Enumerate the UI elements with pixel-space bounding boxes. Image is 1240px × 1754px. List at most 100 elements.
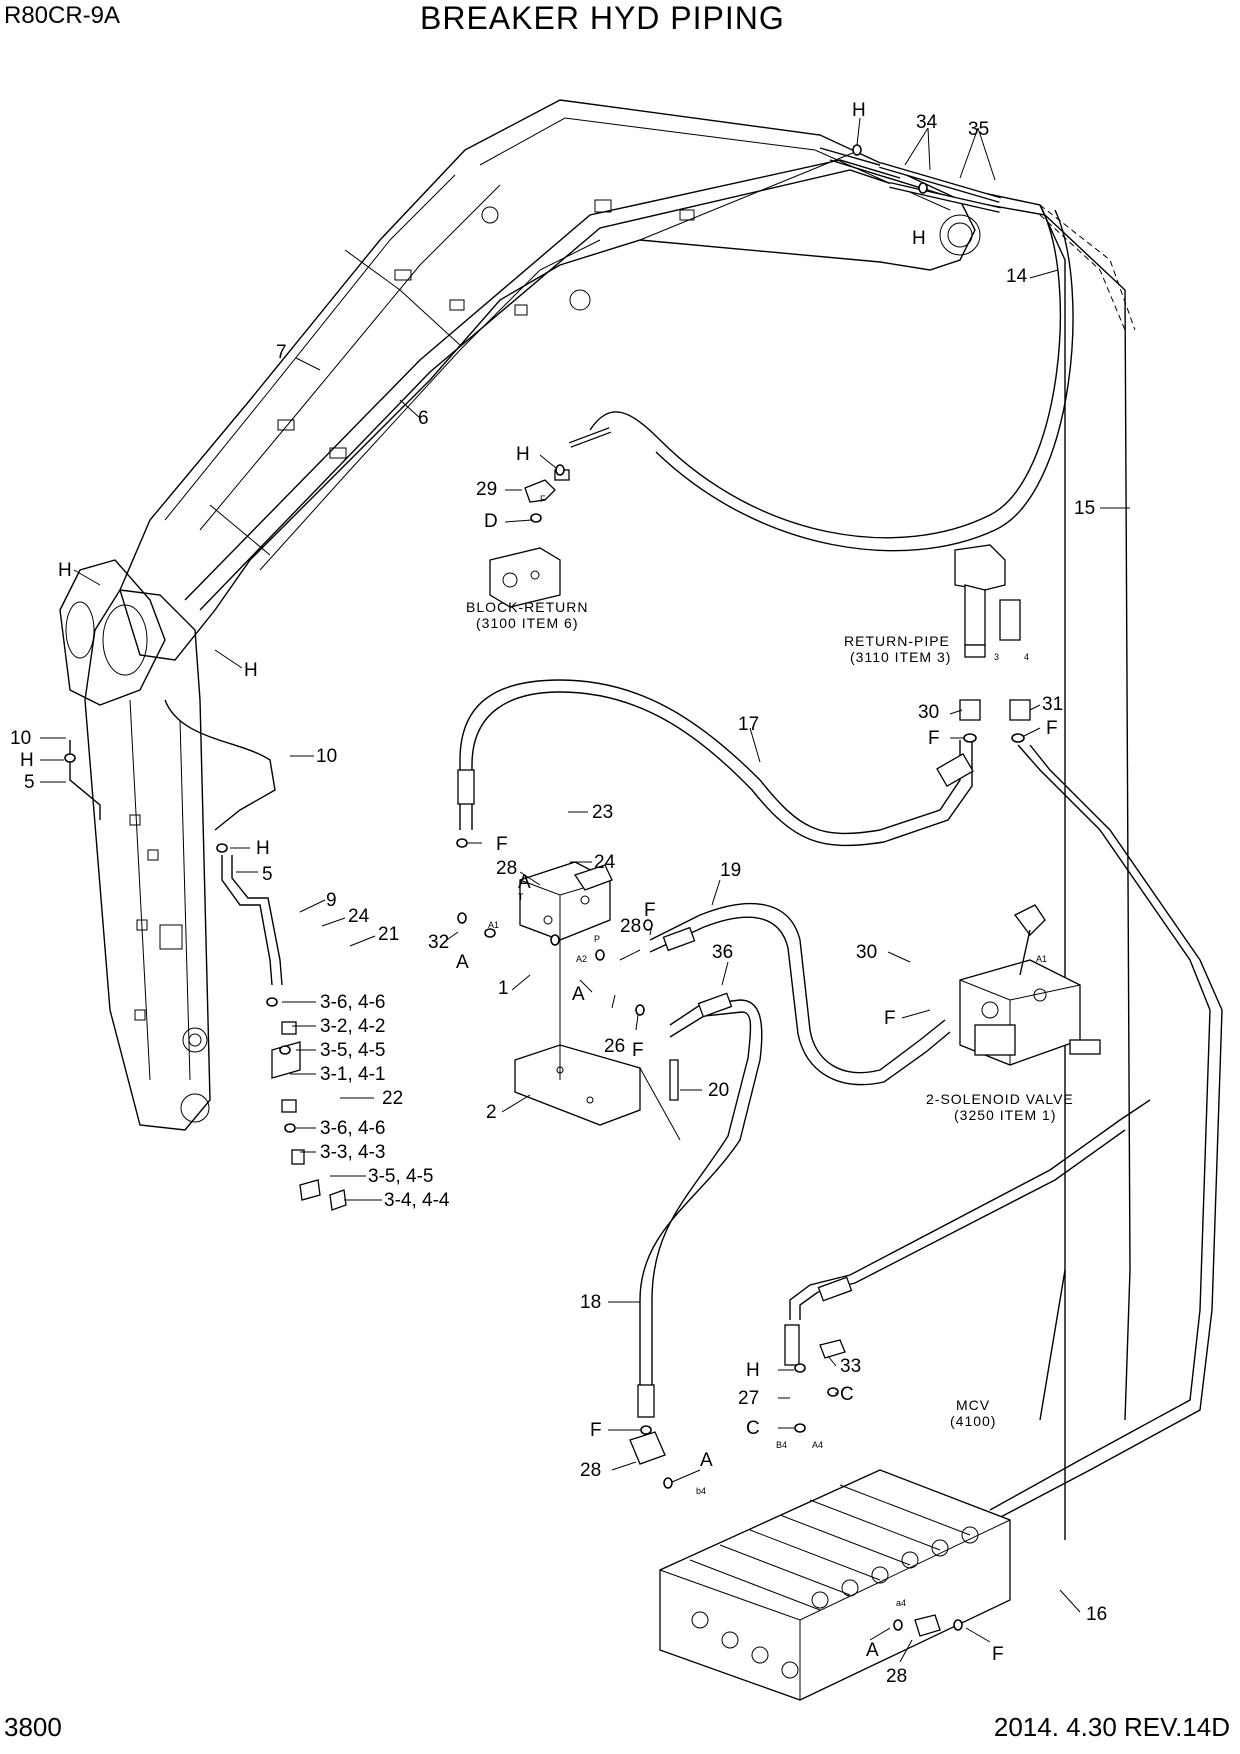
callout-18: 18 (580, 1292, 601, 1313)
page-title: BREAKER HYD PIPING (420, 0, 785, 36)
callout-a: A (456, 952, 469, 973)
boom (119, 99, 981, 661)
callout-17: 17 (738, 714, 759, 735)
callout-3-3-4-3: 3-3, 4-3 (320, 1142, 385, 1163)
port-4: 4 (1024, 652, 1029, 662)
solenoid-valve-ref: (3250 ITEM 1) (954, 1107, 1056, 1123)
callout-33: 33 (840, 1356, 861, 1377)
callout-h: H (516, 444, 530, 465)
callout-3-6-4-6: 3-6, 4-6 (320, 1118, 385, 1139)
callout-15: 15 (1074, 498, 1095, 519)
callout-labels: H 34 35 H 14 7 6 H 29 D 15 H H 10 H 5 10… (10, 100, 1107, 1687)
return-pipe (954, 544, 1223, 1521)
callout-16: 16 (1086, 1604, 1107, 1625)
callout-h: H (256, 838, 270, 859)
callout-7: 7 (276, 342, 287, 363)
callout-c: C (840, 1384, 854, 1405)
page-number: 3800 (4, 1712, 62, 1742)
arm (59, 559, 211, 1131)
callout-30: 30 (856, 942, 877, 963)
callout-a: A (572, 984, 585, 1005)
callout-f: F (992, 1644, 1004, 1665)
callout-h: H (746, 1360, 760, 1381)
callout-d: D (484, 511, 498, 532)
callout-32: 32 (428, 932, 449, 953)
hose-36-18 (637, 992, 763, 1418)
mcv-caption: MCV (956, 1397, 990, 1413)
callout-f: F (590, 1420, 602, 1441)
callout-21: 21 (378, 924, 399, 945)
callout-a: A (700, 1450, 713, 1471)
port-3: 3 (994, 652, 999, 662)
port-a1: A1 (488, 920, 499, 930)
mcv (629, 1324, 1011, 1701)
port-sol-a1: A1 (1036, 954, 1047, 964)
solenoid-valve-caption: 2-SOLENOID VALVE (926, 1091, 1074, 1107)
callout-35: 35 (968, 119, 989, 140)
port-t: T (518, 892, 524, 902)
callout-f: F (884, 1008, 896, 1029)
port-a4: A4 (812, 1440, 823, 1450)
return-pipe-ref: (3110 ITEM 3) (850, 649, 951, 665)
model-code: R80CR-9A (4, 2, 121, 29)
port-a2: A2 (576, 954, 587, 964)
callout-f: F (644, 900, 656, 921)
callout-19: 19 (720, 860, 741, 881)
callout-22: 22 (382, 1088, 403, 1109)
callout-h: H (20, 750, 34, 771)
callout-28: 28 (580, 1460, 601, 1481)
port-b4-small: b4 (696, 1486, 706, 1496)
callout-34: 34 (916, 112, 938, 133)
return-pipe-caption: RETURN-PIPE (844, 633, 950, 649)
callout-20: 20 (708, 1080, 729, 1101)
port-f: F (540, 494, 546, 504)
callout-h: H (244, 660, 258, 681)
port-p: P (594, 934, 600, 944)
callout-30: 30 (918, 702, 939, 723)
hose-19 (649, 903, 951, 1086)
mcv-hoses (789, 1099, 1151, 1320)
port-a4-small: a4 (896, 1598, 906, 1608)
callout-5: 5 (24, 772, 35, 793)
callout-h: H (852, 100, 866, 121)
callout-h: H (912, 228, 926, 249)
callout-23: 23 (592, 802, 613, 823)
o-rings (64, 144, 963, 1631)
hose-17 (457, 679, 974, 847)
block-return (489, 469, 570, 608)
callout-10: 10 (10, 728, 31, 749)
callout-5: 5 (262, 864, 273, 885)
callout-f: F (496, 834, 508, 855)
arm-lines-5-10 (69, 699, 347, 1211)
callout-f: F (1046, 718, 1058, 739)
port-marks: T A1 A2 P F 3 4 A1 B4 A4 b4 a4 (488, 494, 1047, 1608)
port-b4: B4 (776, 1440, 787, 1450)
hose-14-loop (568, 204, 1074, 552)
callout-10: 10 (316, 746, 337, 767)
block-return-ref: (3100 ITEM 6) (476, 615, 578, 631)
callout-a: A (866, 1640, 879, 1661)
callout-26: 26 (604, 1036, 625, 1057)
callout-28: 28 (496, 858, 517, 879)
callout-28: 28 (886, 1666, 907, 1687)
callout-h: H (58, 560, 72, 581)
callout-a: A (518, 872, 531, 893)
callout-14: 14 (1006, 266, 1028, 287)
callout-3-4-4-4: 3-4, 4-4 (384, 1190, 450, 1211)
callout-31: 31 (1042, 694, 1063, 715)
callout-24: 24 (594, 852, 616, 873)
callout-f: F (632, 1040, 644, 1061)
callout-24: 24 (348, 906, 370, 927)
callout-3-6-4-6: 3-6, 4-6 (320, 992, 385, 1013)
callout-3-5-4-5: 3-5, 4-5 (320, 1040, 385, 1061)
callout-c: C (746, 1418, 760, 1439)
callout-29: 29 (476, 479, 497, 500)
callout-1: 1 (498, 978, 509, 999)
callout-f: F (928, 728, 940, 749)
callout-2: 2 (486, 1102, 497, 1123)
valve-block-1 (514, 861, 681, 1141)
leader-lines (40, 117, 1130, 1663)
callout-3-5-4-5: 3-5, 4-5 (368, 1166, 433, 1187)
revision-date: 2014. 4.30 REV.14D (993, 1712, 1230, 1742)
